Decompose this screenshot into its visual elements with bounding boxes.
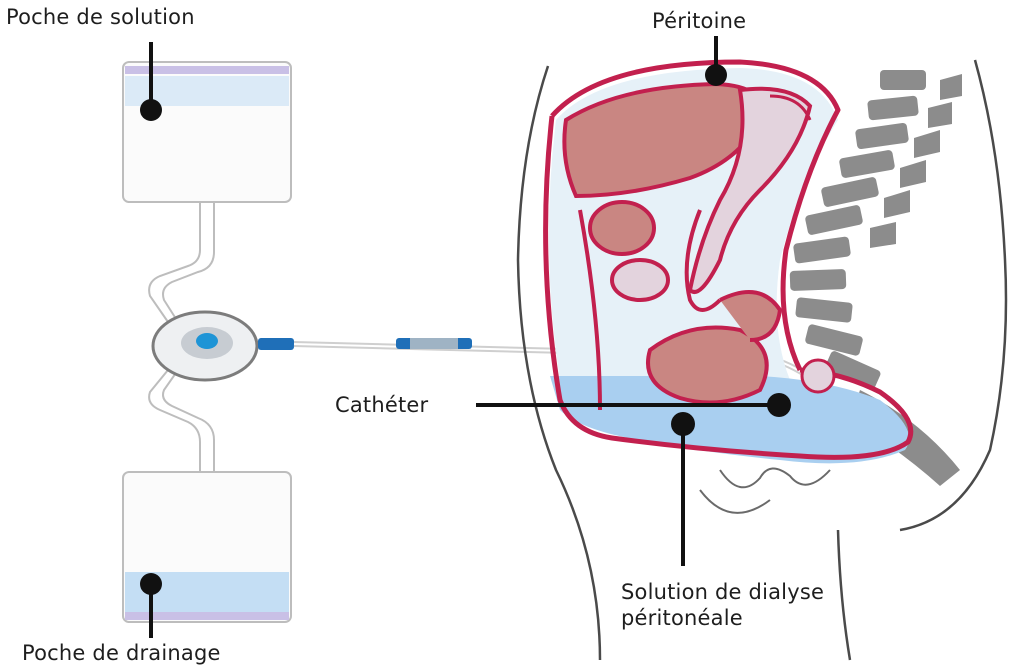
label-drain-bag: Poche de drainage [22,640,221,666]
tubing-upper [149,202,214,322]
label-solution-bag: Poche de solution [6,4,195,30]
label-peritoneum: Péritoine [652,8,746,34]
tubing-lower [149,370,214,472]
label-catheter: Cathéter [335,392,428,418]
label-dialysis-solution-line2: péritonéale [621,605,824,631]
label-dialysis-solution-line1: Solution de dialyse [621,579,824,605]
label-dialysis-solution: Solution de dialyse péritonéale [621,579,824,631]
connector-valve [153,312,294,380]
drainage-bag [123,472,291,622]
solution-bag [123,62,291,202]
